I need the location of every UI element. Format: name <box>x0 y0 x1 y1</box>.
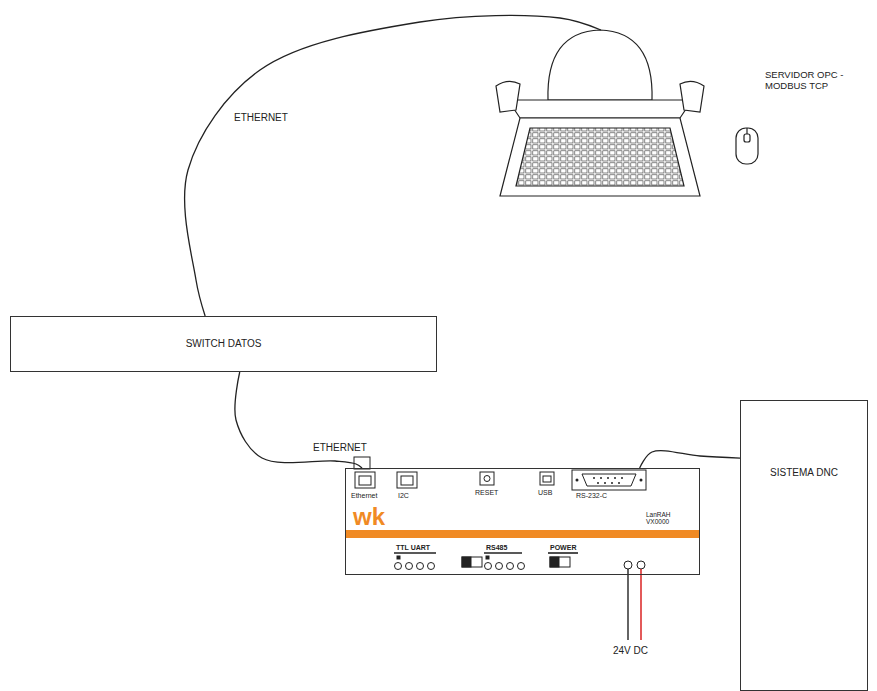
converter-box: Ethernet I2C RESET USB RS-232-C wk LanRAH VX00… <box>345 468 700 575</box>
node-text: LanRAH VX0000 <box>646 511 686 526</box>
rs485-bar <box>484 552 522 554</box>
power-switch-knob <box>550 557 559 567</box>
mouse <box>736 128 758 164</box>
slide-switch-knob <box>462 557 471 567</box>
server-node: SERVIDOR OPC - MODBUS TCP <box>480 30 870 202</box>
node-text: wk <box>353 503 385 531</box>
i2c-port <box>397 472 417 488</box>
power-wire-black <box>627 569 628 640</box>
node-text: RS-232-C <box>576 492 607 500</box>
ethernet-port-inner <box>359 476 371 485</box>
node-text: SERVIDOR OPC - MODBUS TCP <box>765 70 861 92</box>
orange-band <box>345 530 700 538</box>
usb-port-inner <box>543 476 551 482</box>
switch-box: SWITCH DATOS <box>10 316 437 372</box>
dnc-box: SISTEMA DNC <box>740 400 868 691</box>
ttl-mark <box>397 556 400 559</box>
power-bar <box>548 552 578 554</box>
monitor <box>548 30 652 100</box>
power-wire-red <box>640 569 641 640</box>
node-text: SISTEMA DNC <box>741 467 867 479</box>
usb-port <box>540 472 554 485</box>
node-text: I2C <box>398 492 409 500</box>
computer-illustration <box>496 30 758 196</box>
serial-cable <box>640 451 740 468</box>
node-text: USB <box>538 489 552 497</box>
keyboard <box>500 118 700 196</box>
monitor-base <box>508 100 692 118</box>
mouse-wheel <box>744 134 750 142</box>
speaker-left <box>496 81 520 112</box>
power-switch <box>550 557 570 567</box>
keyboard-keys <box>516 128 684 186</box>
node-text: TTL UART <box>396 544 430 552</box>
ttl-bar <box>394 552 436 554</box>
voltage-label: 24V DC <box>611 645 650 656</box>
node-text: POWER <box>550 544 576 552</box>
reset-button <box>480 472 494 485</box>
slide-switch <box>462 557 482 567</box>
ethernet-cable <box>185 15 601 316</box>
db9-pins <box>576 477 643 484</box>
terminal-negative <box>624 561 632 569</box>
speaker-right <box>680 81 704 112</box>
node-text: RESET <box>475 489 498 497</box>
db9-frame <box>572 470 646 490</box>
cable-label: ETHERNET <box>311 442 369 453</box>
i2c-port-inner <box>401 476 413 485</box>
db9-shell <box>582 474 636 486</box>
cable-label: ETHERNET <box>232 112 290 123</box>
rs485-mark <box>486 556 489 559</box>
reset-button-cap <box>484 476 490 482</box>
device-illustration <box>345 457 700 570</box>
node-text: SWITCH DATOS <box>180 338 268 350</box>
terminal-positive <box>637 561 645 569</box>
node-text: RS485 <box>486 544 507 552</box>
ethernet-cable <box>235 372 362 468</box>
node-text: Ethernet <box>351 492 377 500</box>
ethernet-port <box>355 472 375 488</box>
